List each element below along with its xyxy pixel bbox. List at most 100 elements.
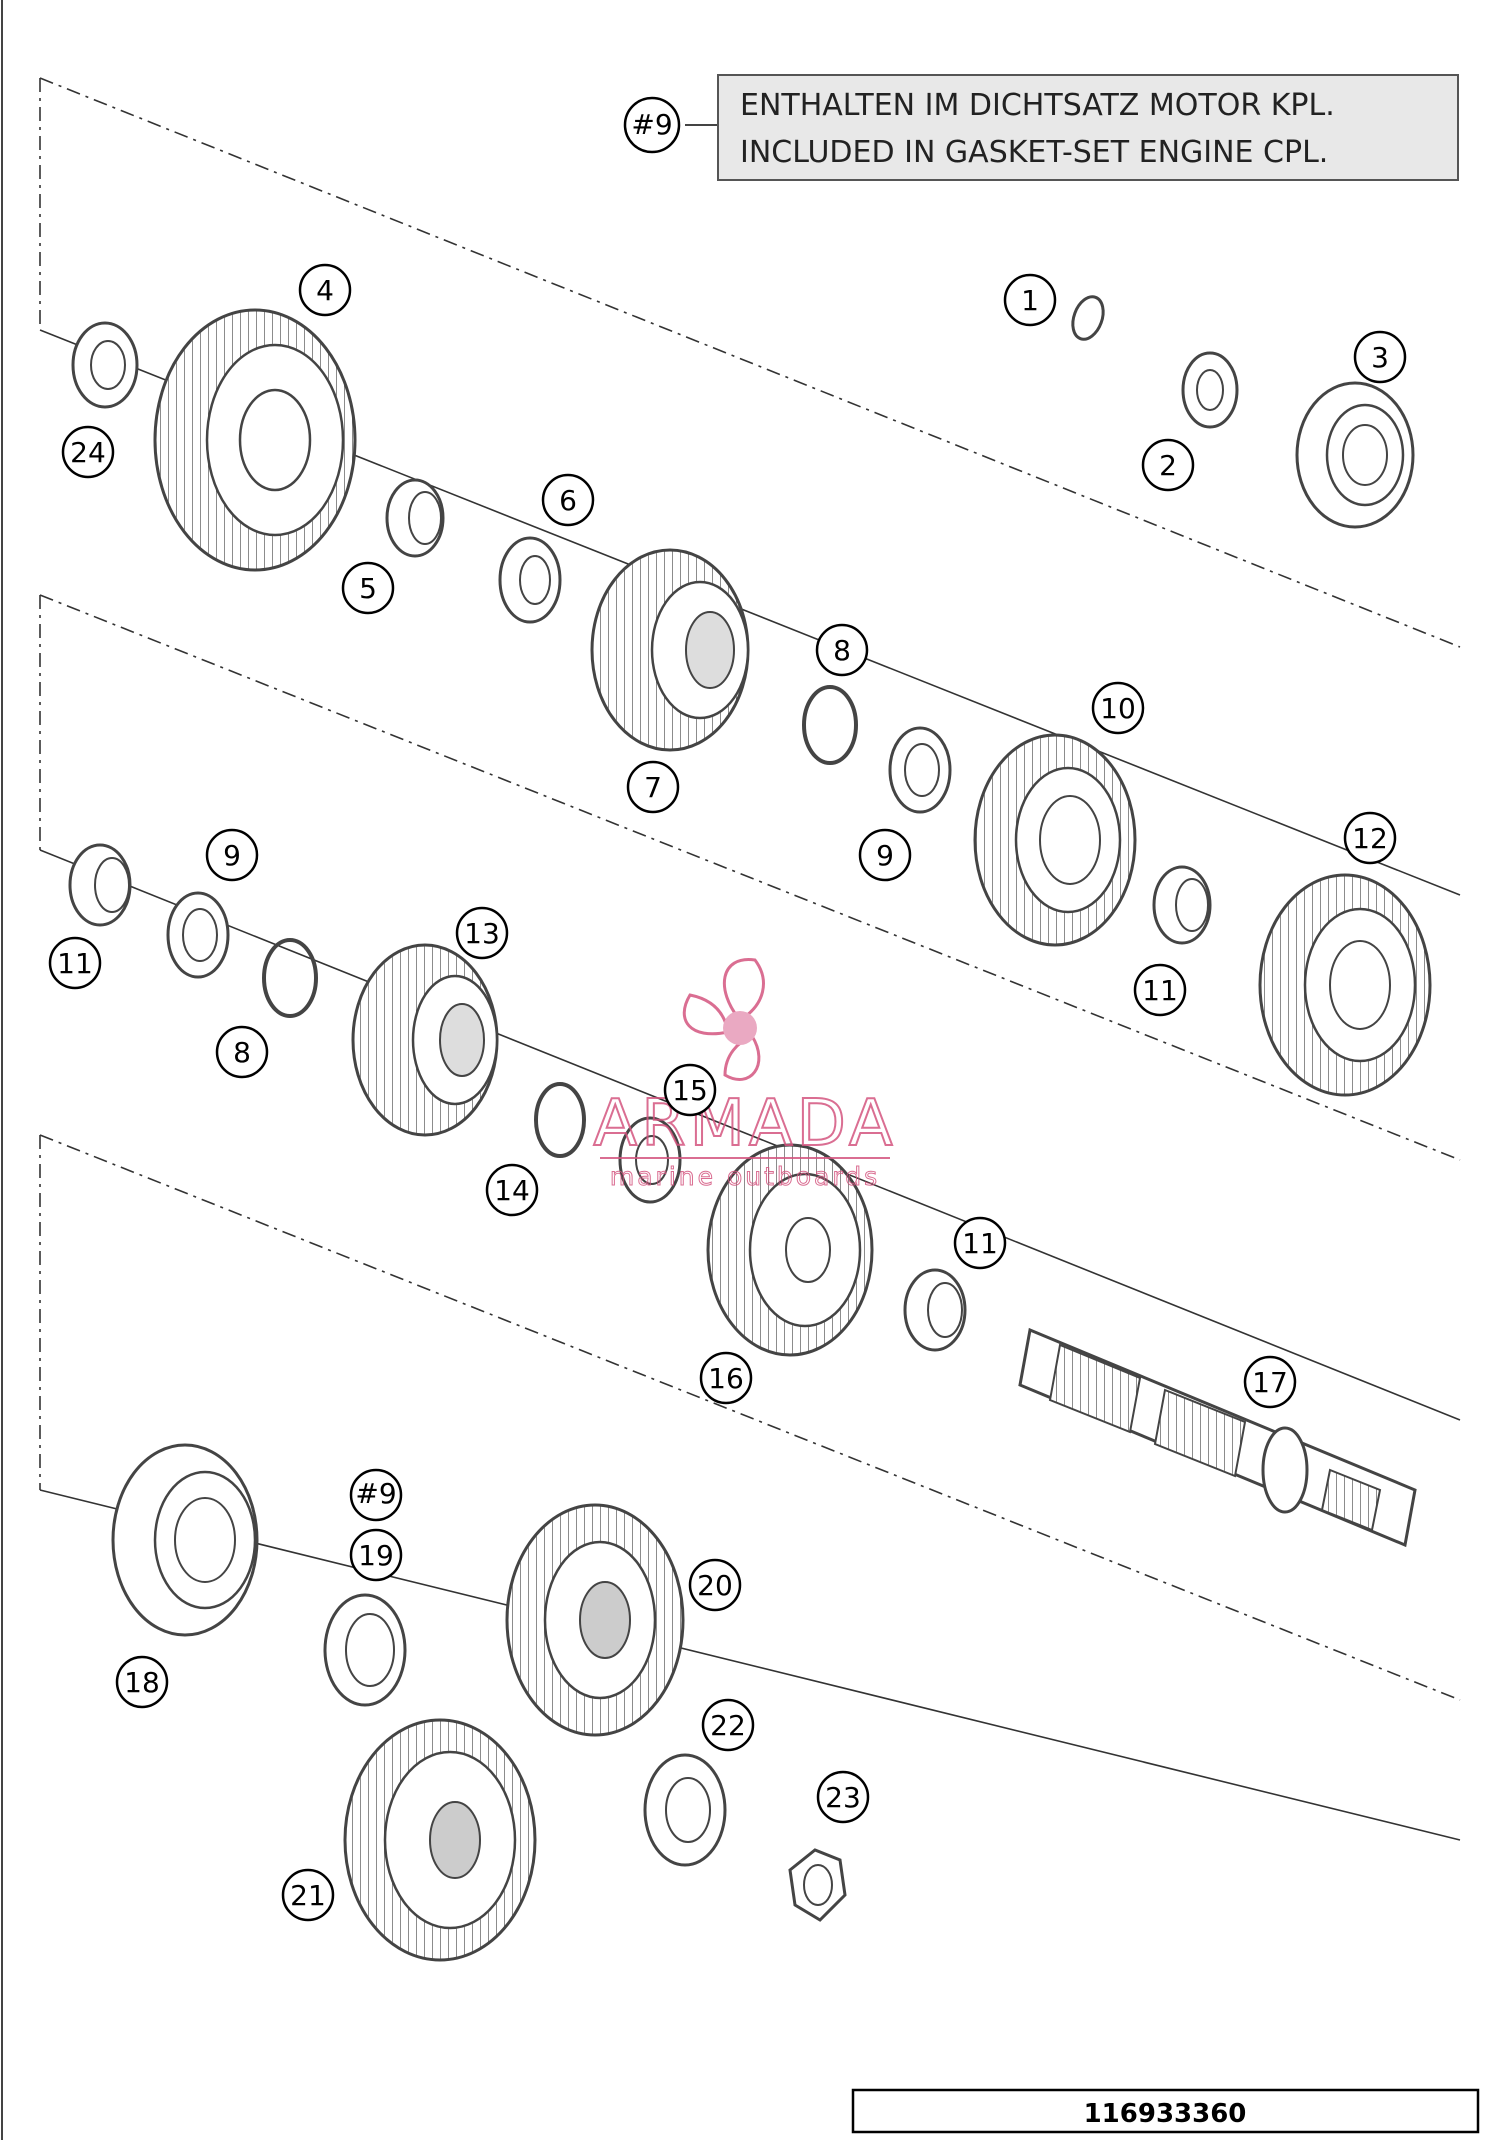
callout-circle bbox=[1343, 811, 1397, 865]
callout-number: 9 bbox=[876, 839, 894, 872]
callout-number: 15 bbox=[672, 1074, 708, 1107]
callout-3: 3 bbox=[1353, 330, 1407, 384]
drawing-number-box: 116933360 bbox=[851, 2088, 1480, 2134]
callout-24: 24 bbox=[61, 425, 115, 479]
callout-number: 5 bbox=[359, 572, 377, 605]
callout-4: 4 bbox=[298, 263, 352, 317]
drawing-number: 116933360 bbox=[1084, 2099, 1247, 2129]
note-tag-text: #9 bbox=[631, 108, 672, 141]
part-circlip-1 bbox=[1071, 295, 1105, 341]
callout-circle bbox=[341, 561, 395, 615]
callout-circle bbox=[115, 1655, 169, 1709]
callout-number: 11 bbox=[962, 1227, 998, 1260]
callout-10: 10 bbox=[1091, 681, 1145, 735]
gasket-set-note: ENTHALTEN IM DICHTSATZ MOTOR KPL. INCLUD… bbox=[685, 74, 1459, 181]
part-washer-9b bbox=[166, 891, 230, 979]
callout-7: 7 bbox=[626, 760, 680, 814]
part-gear-16 bbox=[706, 1143, 874, 1357]
callout-number: 3 bbox=[1371, 341, 1389, 374]
part-circlip-8b bbox=[262, 938, 318, 1018]
callout-circle bbox=[815, 623, 869, 677]
callout-circle bbox=[1141, 438, 1195, 492]
ref-tag-19-text: #9 bbox=[355, 1477, 396, 1510]
callout-circle bbox=[699, 1351, 753, 1405]
callout-number: 21 bbox=[290, 1879, 326, 1912]
callout-number: 8 bbox=[833, 634, 851, 667]
callout-circle bbox=[858, 828, 912, 882]
callout-circle bbox=[1353, 330, 1407, 384]
callout-circle bbox=[816, 1770, 870, 1824]
callout-number: 4 bbox=[316, 274, 334, 307]
watermark-brand: ARMADA bbox=[593, 1087, 896, 1161]
callout-number: 2 bbox=[1159, 449, 1177, 482]
part-lockwasher-22 bbox=[643, 1753, 727, 1867]
callout-2: 2 bbox=[1141, 438, 1195, 492]
callout-number: 14 bbox=[494, 1174, 530, 1207]
callout-5: 5 bbox=[341, 561, 395, 615]
part-washer-15 bbox=[618, 1116, 682, 1204]
ref-tag-19: #9 bbox=[349, 1468, 403, 1522]
callout-number: 10 bbox=[1100, 692, 1136, 725]
callout-16: 16 bbox=[699, 1351, 753, 1405]
armada-watermark: ARMADA marine outboards bbox=[592, 958, 896, 1192]
part-seal-19 bbox=[323, 1593, 407, 1707]
part-nut-23 bbox=[788, 1848, 847, 1922]
part-bearing-3 bbox=[1295, 381, 1415, 529]
callout-circle bbox=[663, 1063, 717, 1117]
part-gear-12 bbox=[1258, 873, 1432, 1097]
assembly-frame-lines bbox=[39, 77, 1461, 1701]
watermark-tagline: marine outboards bbox=[610, 1162, 880, 1191]
callout-circle bbox=[61, 425, 115, 479]
part-bushing-11b bbox=[68, 843, 132, 927]
callout-number: 11 bbox=[57, 947, 93, 980]
callout-circle bbox=[205, 828, 259, 882]
callout-circle bbox=[298, 263, 352, 317]
callout-8: 8 bbox=[215, 1025, 269, 1079]
part-circlip-8a bbox=[802, 685, 858, 765]
propeller-logo-icon bbox=[682, 958, 765, 1081]
callout-circle bbox=[1003, 273, 1057, 327]
callout-number: 17 bbox=[1252, 1366, 1288, 1399]
callout-number: 6 bbox=[559, 484, 577, 517]
callout-15: 15 bbox=[663, 1063, 717, 1117]
callout-23: 23 bbox=[816, 1770, 870, 1824]
note-tag: #9 bbox=[623, 96, 681, 154]
note-line-de: ENTHALTEN IM DICHTSATZ MOTOR KPL. bbox=[740, 88, 1335, 123]
part-gear-13 bbox=[351, 943, 499, 1137]
callout-11: 11 bbox=[48, 936, 102, 990]
callout-circle bbox=[215, 1025, 269, 1079]
callout-12: 12 bbox=[1343, 811, 1397, 865]
callout-number: 20 bbox=[697, 1569, 733, 1602]
callout-20: 20 bbox=[688, 1558, 742, 1612]
part-sprocket-20 bbox=[505, 1503, 685, 1737]
part-circlip-14 bbox=[534, 1082, 586, 1158]
callout-circle bbox=[626, 760, 680, 814]
callout-circle bbox=[1133, 963, 1187, 1017]
callout-number: 13 bbox=[464, 917, 500, 950]
callout-circle bbox=[1091, 681, 1145, 735]
callout-number: 22 bbox=[710, 1709, 746, 1742]
part-bearing-18 bbox=[111, 1443, 259, 1637]
part-washer-24 bbox=[71, 321, 139, 409]
part-gear-4 bbox=[153, 308, 357, 572]
callout-11: 11 bbox=[953, 1216, 1007, 1270]
part-washer-2 bbox=[1181, 351, 1239, 429]
note-line-en: INCLUDED IN GASKET-SET ENGINE CPL. bbox=[740, 135, 1328, 170]
callout-14: 14 bbox=[485, 1163, 539, 1217]
callout-number: 18 bbox=[124, 1666, 160, 1699]
callout-8: 8 bbox=[815, 623, 869, 677]
callout-circle bbox=[281, 1868, 335, 1922]
callout-number: 24 bbox=[70, 436, 106, 469]
part-bushing-5 bbox=[385, 478, 445, 558]
part-washer-9a bbox=[888, 726, 952, 814]
part-shaft-17 bbox=[1018, 1327, 1417, 1548]
callout-19: 19 bbox=[349, 1528, 403, 1582]
callout-circle bbox=[541, 473, 595, 527]
callout-22: 22 bbox=[701, 1698, 755, 1752]
part-bushing-11a bbox=[1152, 865, 1212, 945]
callout-13: 13 bbox=[455, 906, 509, 960]
callout-number: 11 bbox=[1142, 974, 1178, 1007]
callout-6: 6 bbox=[541, 473, 595, 527]
